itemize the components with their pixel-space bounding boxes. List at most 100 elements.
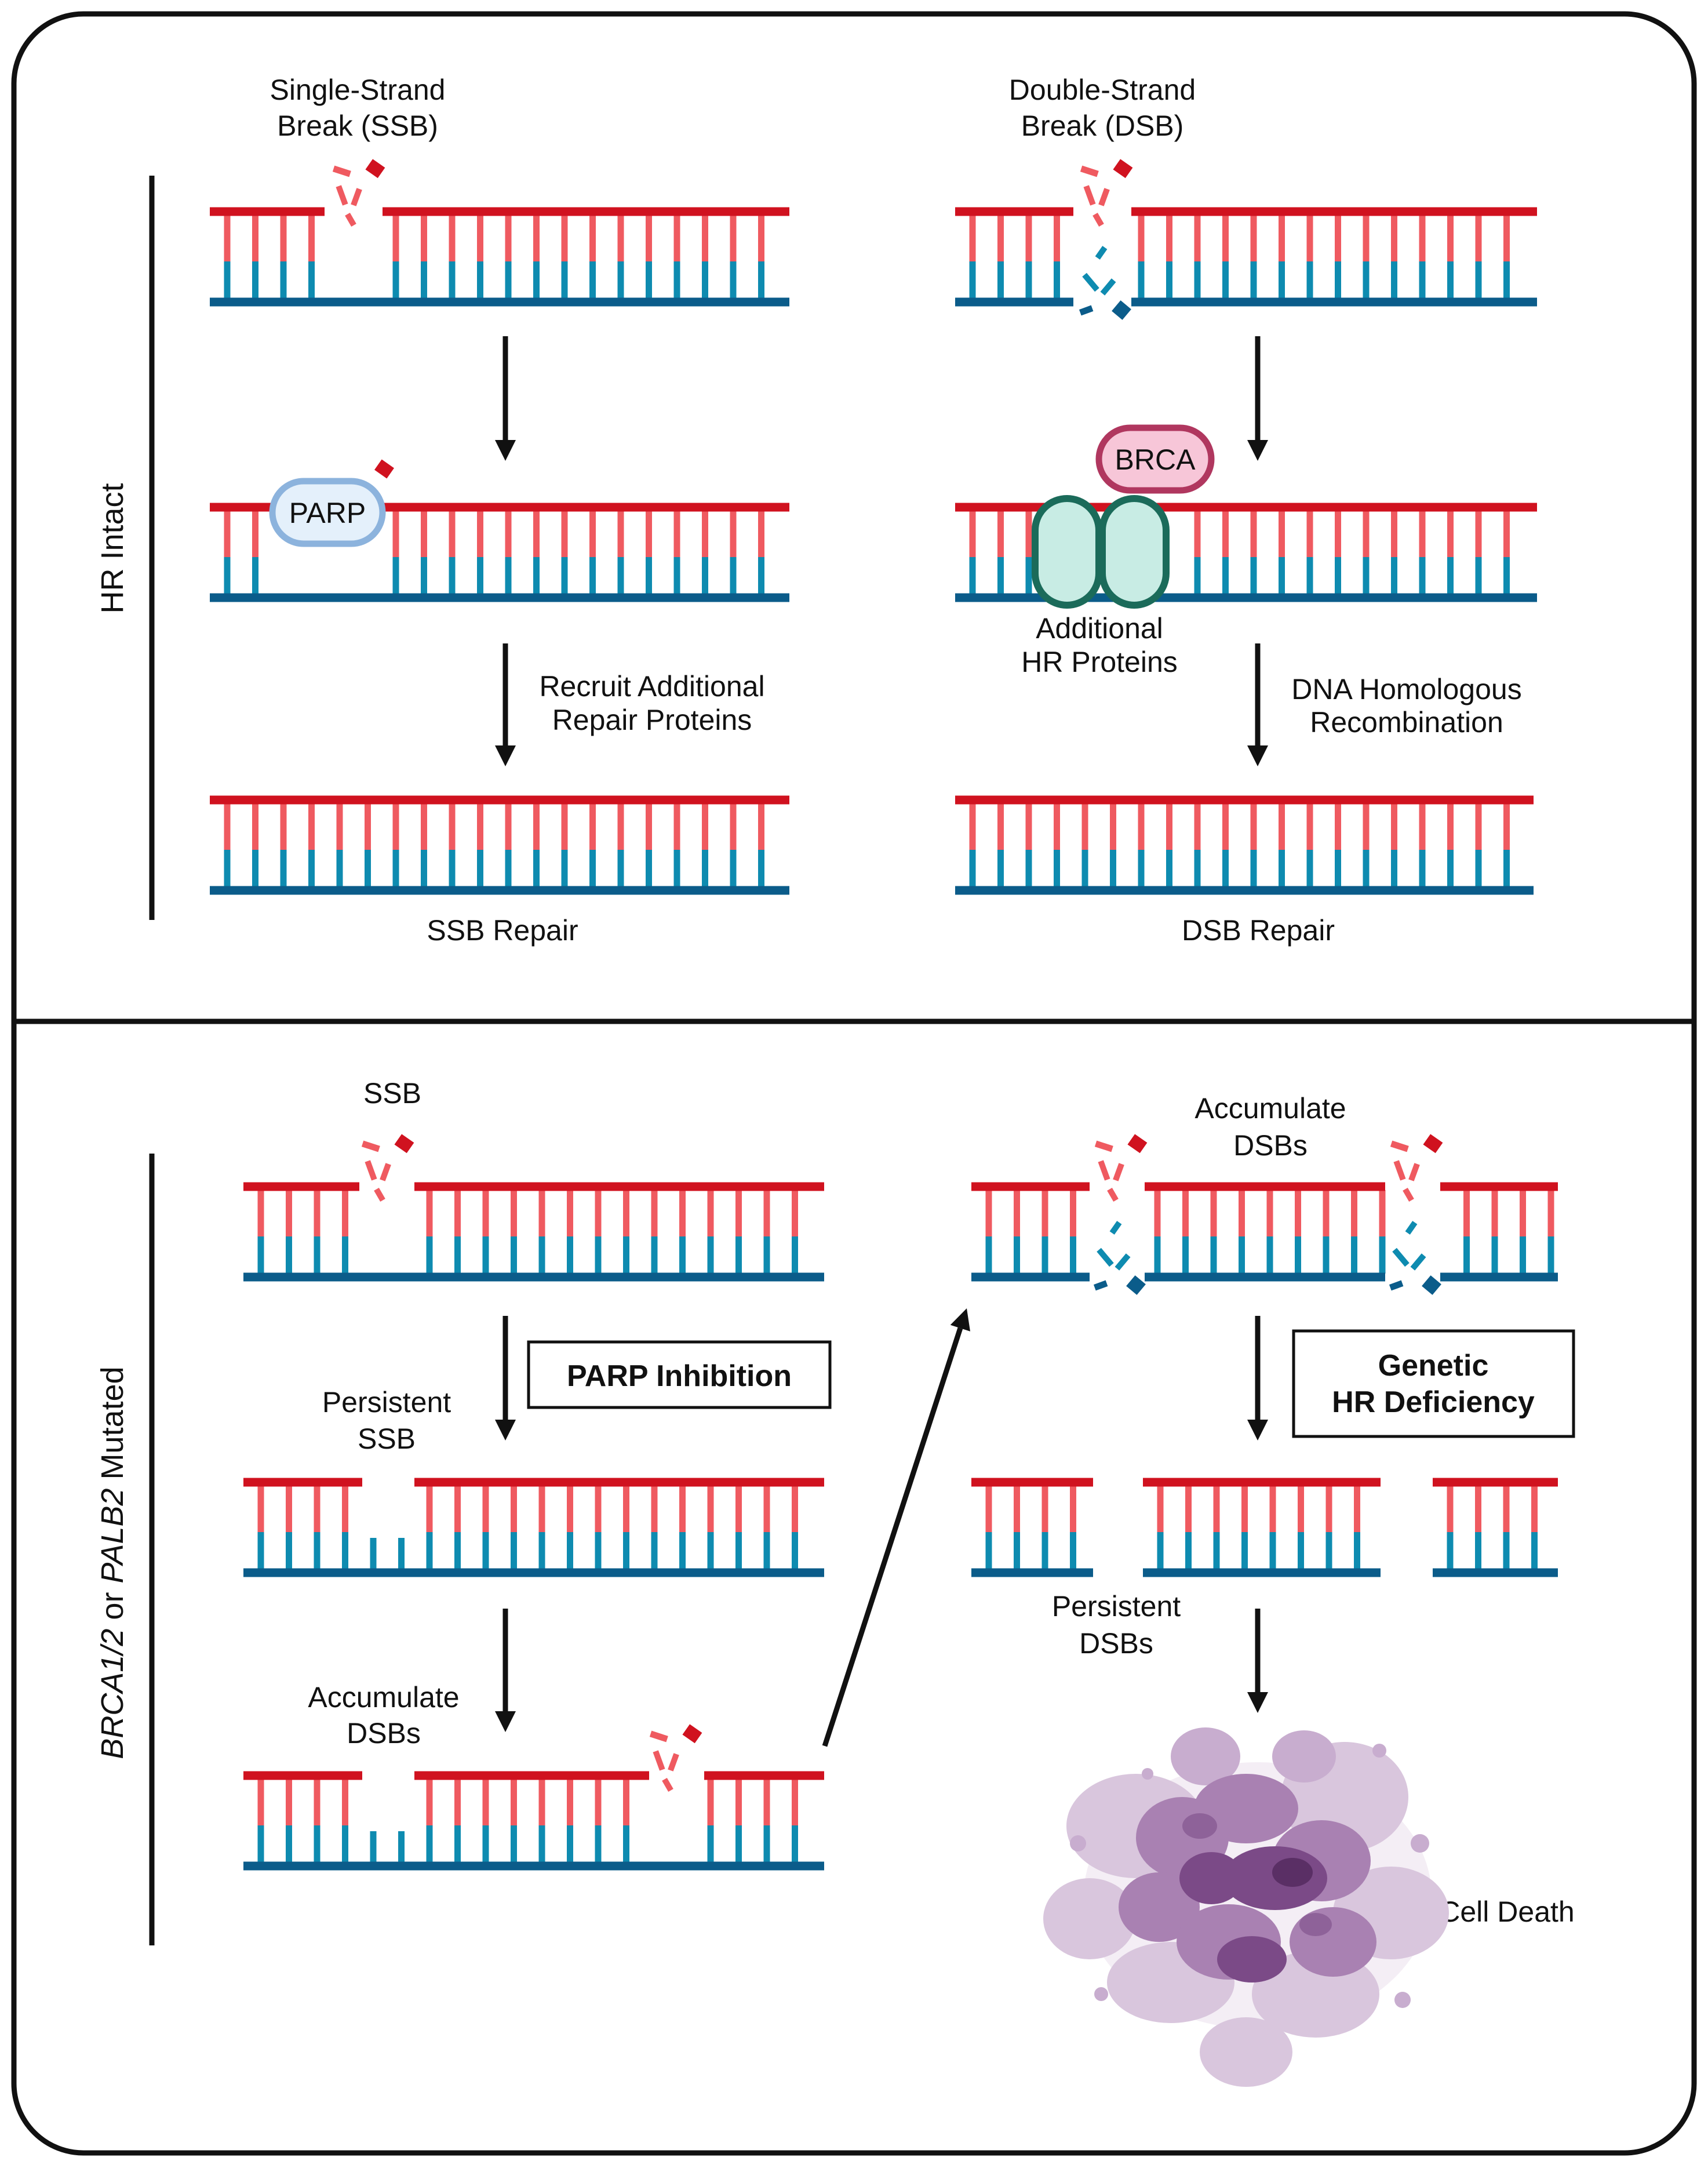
fragment bbox=[1093, 1280, 1108, 1291]
mutated-label-end: Mutated bbox=[95, 1366, 130, 1488]
fragment bbox=[1080, 165, 1099, 177]
arrow-head bbox=[950, 1308, 971, 1332]
ssb-title-line1: Single-Strand bbox=[270, 74, 446, 106]
persistent-dsb-line1: Persistent bbox=[1052, 1590, 1181, 1623]
arrow-dsb-2 bbox=[1247, 643, 1268, 766]
dna-bottom-accumulate-dsbs bbox=[971, 1182, 1558, 1282]
fragment-layer bbox=[332, 159, 1443, 1792]
fragment bbox=[1098, 188, 1110, 206]
fragment bbox=[1113, 1163, 1124, 1181]
arrow-layer bbox=[495, 336, 1268, 1747]
fragment bbox=[1390, 1140, 1409, 1152]
dna-hr-line2: Recombination bbox=[1310, 706, 1503, 739]
fragment bbox=[1079, 305, 1094, 316]
genetic-hr-line1: Genetic bbox=[1378, 1349, 1489, 1383]
mutated-label-palb2: PALB2 bbox=[95, 1488, 130, 1583]
fragment bbox=[1127, 1134, 1148, 1154]
mutated-label-brca: BRCA1/2 bbox=[95, 1629, 130, 1759]
dying-cell-illustration bbox=[1043, 1727, 1449, 2087]
dna-dsb-repaired bbox=[955, 795, 1534, 895]
arrow-bottom-2 bbox=[495, 1609, 516, 1732]
genetic-hr-box bbox=[1292, 1329, 1575, 1438]
arrow-head bbox=[495, 745, 516, 766]
dna-ssb-parp bbox=[210, 503, 789, 602]
fragment bbox=[1100, 278, 1116, 296]
arrow-bottom-right-2 bbox=[1247, 1609, 1268, 1713]
brca-label: BRCA bbox=[1115, 443, 1196, 476]
fragment bbox=[1092, 212, 1104, 227]
dna-bottom-accumulate bbox=[243, 1771, 824, 1871]
parp-inhibition-box bbox=[527, 1340, 832, 1409]
fragment bbox=[1112, 300, 1131, 320]
fragment bbox=[1405, 1221, 1418, 1235]
genetic-hr-line2: HR Deficiency bbox=[1332, 1385, 1535, 1419]
dna-bottom-persistent-ssb bbox=[243, 1478, 824, 1577]
fragment bbox=[336, 185, 348, 206]
fragment bbox=[1113, 159, 1133, 179]
recruit-line1: Recruit Additional bbox=[539, 670, 764, 703]
broken-fragments bbox=[332, 159, 385, 227]
broken-fragments bbox=[1389, 1134, 1443, 1295]
dna-hr-line1: DNA Homologous bbox=[1291, 673, 1521, 705]
fragment bbox=[1410, 1253, 1426, 1271]
persistent-ssb-line1: Persistent bbox=[322, 1386, 451, 1418]
dna-layer bbox=[210, 207, 1558, 1871]
dna-fragment-3 bbox=[1433, 1478, 1558, 1577]
accumulate-left-line2: DSBs bbox=[347, 1717, 421, 1749]
fragment bbox=[662, 1777, 673, 1792]
fragment bbox=[345, 212, 356, 227]
fragment bbox=[1403, 1187, 1414, 1202]
broken-fragments bbox=[649, 1724, 702, 1792]
persistent-dsb-line2: DSBs bbox=[1079, 1627, 1153, 1660]
arrow-ssb-2 bbox=[495, 643, 516, 766]
dna-ssb-broken bbox=[210, 207, 789, 307]
accumulate-right-line2: DSBs bbox=[1233, 1129, 1308, 1162]
figure-frame bbox=[11, 11, 1697, 2156]
dsb-repair-label: DSB Repair bbox=[1182, 914, 1335, 947]
accumulate-left-line1: Accumulate bbox=[308, 1681, 459, 1714]
fragment bbox=[1392, 1247, 1410, 1267]
arrow-dsb-1 bbox=[1247, 336, 1268, 461]
hr-proteins bbox=[1032, 495, 1170, 609]
fragment bbox=[653, 1750, 665, 1771]
fragment bbox=[649, 1730, 668, 1743]
ssb-repair-label: SSB Repair bbox=[427, 914, 578, 947]
parp-protein: PARP bbox=[269, 478, 386, 547]
persistent-ssb-line2: SSB bbox=[358, 1423, 416, 1455]
fragment bbox=[682, 1724, 702, 1744]
fragment bbox=[374, 1187, 385, 1202]
dna-fragment-2 bbox=[1143, 1478, 1381, 1577]
brca-protein: BRCA bbox=[1095, 424, 1215, 494]
arrow-head bbox=[1247, 1692, 1268, 1713]
arrow-head bbox=[1247, 1420, 1268, 1441]
fragment bbox=[365, 159, 385, 179]
ssb-label: SSB bbox=[363, 1077, 421, 1110]
dna-fragment-1 bbox=[971, 1478, 1093, 1577]
arrow-bottom-1 bbox=[495, 1316, 516, 1441]
fragment bbox=[668, 1753, 679, 1771]
broken-fragments bbox=[1079, 159, 1133, 320]
accumulate-right-line1: Accumulate bbox=[1194, 1092, 1346, 1125]
recruit-line2: Repair Proteins bbox=[552, 704, 752, 736]
fragment bbox=[332, 165, 351, 177]
dna-dsb-broken bbox=[955, 207, 1537, 307]
fragment bbox=[1408, 1163, 1420, 1181]
fragment bbox=[394, 1134, 414, 1154]
arrow-head bbox=[495, 1711, 516, 1732]
fragment bbox=[380, 1163, 391, 1181]
fragment bbox=[1126, 1275, 1146, 1295]
dsb-title-line1: Double-Strand bbox=[1009, 74, 1196, 106]
fragment bbox=[1109, 1221, 1122, 1235]
mutated-label-or: or bbox=[95, 1584, 130, 1629]
fragment bbox=[351, 188, 362, 206]
broken-fragments bbox=[1093, 1134, 1148, 1295]
fragment bbox=[1083, 185, 1096, 206]
cell-death-label: Cell Death bbox=[1439, 1896, 1574, 1928]
mutated-label: BRCA1/2 or PALB2 Mutated bbox=[95, 1366, 130, 1759]
arrow-ssb-1 bbox=[495, 336, 516, 461]
fragment bbox=[1094, 1140, 1113, 1152]
broken-fragments bbox=[361, 1134, 414, 1202]
dsb-title-line2: Break (DSB) bbox=[1021, 110, 1184, 142]
fragment bbox=[1097, 1247, 1114, 1267]
parp-fragment bbox=[374, 459, 394, 479]
